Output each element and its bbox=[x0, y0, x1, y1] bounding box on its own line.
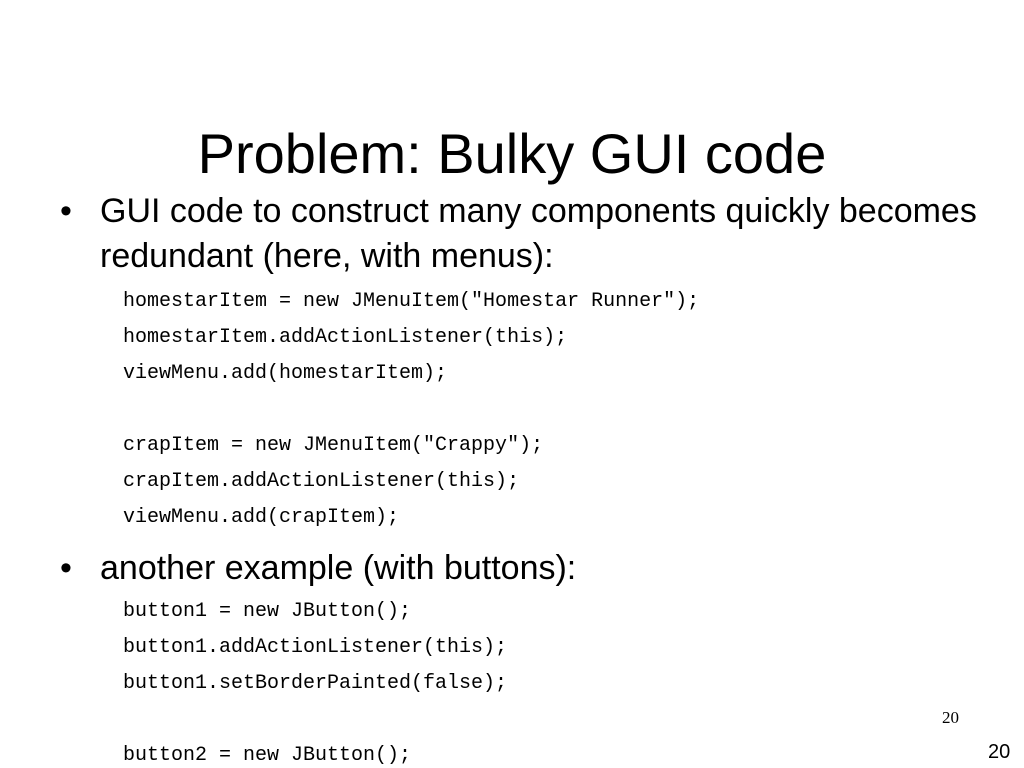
code-line: button1.addActionListener(this); bbox=[123, 636, 508, 659]
code-line: button2 = new JButton(); bbox=[123, 744, 412, 767]
bullet-text: GUI code to construct many components qu… bbox=[100, 192, 977, 275]
code-line: crapItem.addActionListener(this); bbox=[123, 470, 520, 493]
slide-footnote-number: 20 bbox=[942, 708, 959, 727]
code-line: homestarItem.addActionListener(this); bbox=[123, 326, 568, 349]
code-block-buttons: button1 = new JButton(); button1.addActio… bbox=[123, 594, 507, 768]
code-line bbox=[123, 392, 699, 428]
code-line: button1 = new JButton(); bbox=[123, 600, 412, 623]
bullet-marker: • bbox=[60, 549, 72, 587]
code-line: homestarItem = new JMenuItem("Homestar R… bbox=[123, 290, 700, 313]
bullet-text: another example (with buttons): bbox=[100, 549, 577, 587]
code-block-menus: homestarItem = new JMenuItem("Homestar R… bbox=[123, 284, 699, 536]
bullet-item: • another example (with buttons): bbox=[60, 546, 980, 591]
code-line bbox=[123, 702, 507, 738]
code-line: button1.setBorderPainted(false); bbox=[123, 672, 508, 695]
code-line: crapItem = new JMenuItem("Crappy"); bbox=[123, 434, 544, 457]
code-line: viewMenu.add(homestarItem); bbox=[123, 362, 448, 385]
page-number: 20 bbox=[988, 741, 1011, 763]
code-line: viewMenu.add(crapItem); bbox=[123, 506, 400, 529]
bullet-item: • GUI code to construct many components … bbox=[60, 189, 980, 279]
slide-title: Problem: Bulky GUI code bbox=[197, 121, 827, 185]
bullet-marker: • bbox=[60, 192, 72, 230]
